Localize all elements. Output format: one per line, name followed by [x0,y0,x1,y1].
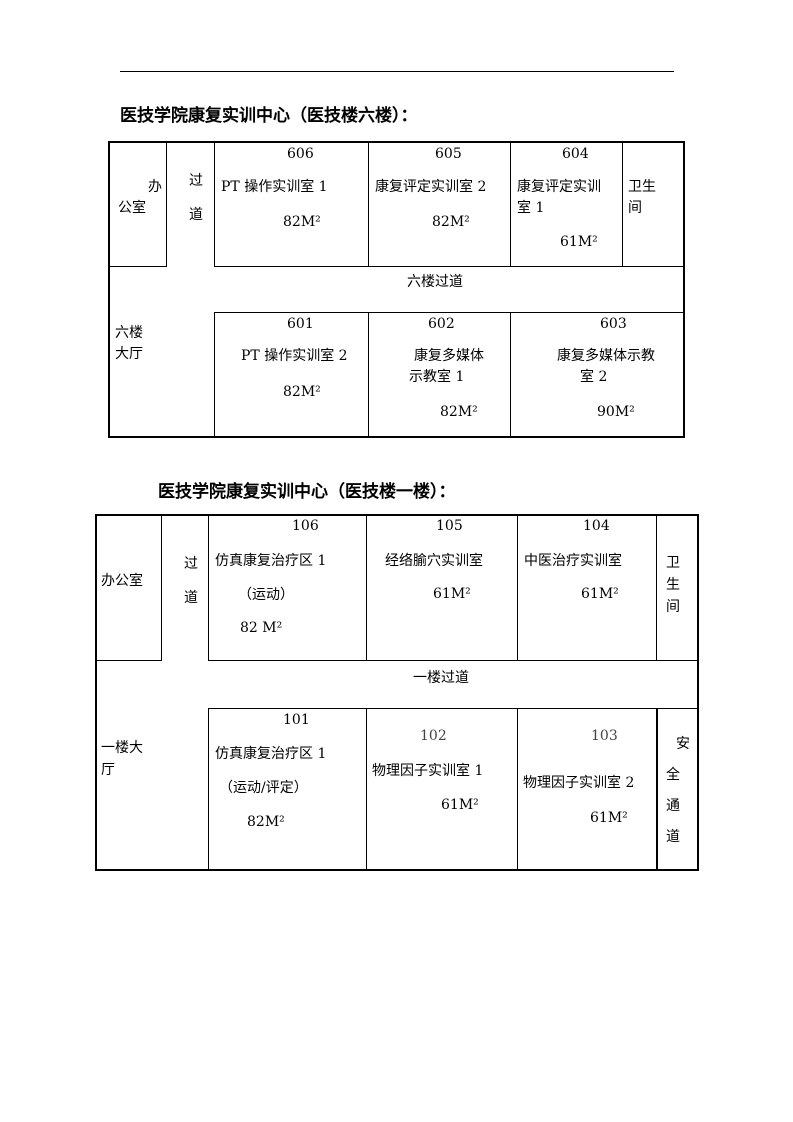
room-area: 90M² [597,404,635,420]
floor6-restroom [622,141,685,267]
room-name: 康复多媒体示教 [557,348,655,364]
room-area: 82 M² [240,620,283,636]
room-area: 61M² [560,234,598,250]
floor6-passage-label: 过 [189,173,203,189]
room-name: 室 1 [517,200,545,216]
floor1-hall-label: 厅 [101,762,115,778]
room-number: 604 [562,146,589,162]
room-number: 102 [420,728,447,744]
room-number: 103 [591,728,618,744]
room-area: 61M² [590,810,628,826]
room-name: 物理因子实训室 1 [372,763,484,779]
room-name: 康复评定实训 [517,179,601,195]
room-name: 中医治疗实训室 [524,553,622,569]
floor6-office-label: 办 [148,179,162,195]
room-name: 康复多媒体 [414,348,484,364]
floor1-restroom-label: 生 [666,577,680,593]
floor6-title: 医技学院康复实训中心（医技楼六楼）： [120,106,418,126]
floor1-exit-label: 全 [666,767,680,783]
room-subtitle: （运动/评定） [219,780,308,796]
floor1-restroom-label: 间 [666,599,680,615]
room-area: 82M² [283,214,321,230]
room-name: PT 操作实训室 1 [221,179,328,195]
floor6-restroom-label: 间 [628,200,642,216]
room-area: 61M² [581,586,619,602]
room-number: 104 [583,518,610,534]
floor6-hall-label: 六楼 [115,325,143,341]
room-area: 82M² [432,214,470,230]
room-603 [510,312,685,438]
room-number: 603 [600,316,627,332]
floor1-office [95,514,162,661]
floor1-corridor-label: 一楼过道 [413,670,469,686]
floor6-passage-label: 道 [189,207,203,223]
room-name: PT 操作实训室 2 [241,348,348,364]
floor1-safety-exit [656,708,699,871]
floor1-hall-label: 一楼大 [101,740,143,756]
floor6-office [108,141,167,267]
room-area: 61M² [441,797,479,813]
room-number: 105 [436,518,463,534]
room-number: 606 [287,146,314,162]
floor1-restroom [656,514,699,661]
room-name: 物理因子实训室 2 [523,775,635,791]
room-number: 106 [292,518,319,534]
room-name: 仿真康复治疗区 1 [215,553,327,569]
floor1-exit-label: 安 [676,736,690,752]
room-number: 101 [283,712,310,728]
room-number: 601 [287,316,314,332]
floor1-outline [95,514,699,871]
floor6-restroom-label: 卫生 [628,179,656,195]
room-name: 室 2 [580,369,608,385]
floor6-hall-label: 大厅 [115,346,143,362]
room-number: 605 [435,146,462,162]
floor6-corridor-label: 六楼过道 [407,274,463,290]
floor1-passage-label: 道 [184,590,198,606]
room-area: 82M² [440,404,478,420]
room-number: 602 [428,316,455,332]
room-name: 经络腧穴实训室 [385,553,483,569]
floor1-office-label: 办公室 [101,573,143,589]
floor1-title: 医技学院康复实训中心（医技楼一楼）： [158,482,456,502]
room-name: 示教室 1 [409,369,465,385]
room-name: 仿真康复治疗区 1 [215,746,327,762]
room-area: 82M² [283,384,321,400]
floor1-restroom-label: 卫 [666,555,680,571]
room-name: 康复评定实训室 2 [375,179,487,195]
room-area: 61M² [433,586,471,602]
room-area: 82M² [247,814,285,830]
floor1-exit-label: 通 [666,798,680,814]
room-subtitle: （运动） [238,587,294,603]
floor6-office-label: 公室 [118,200,146,216]
header-rule [120,71,674,72]
floor1-passage-label: 过 [184,556,198,572]
floor1-exit-label: 道 [666,829,680,845]
floor6-outline [108,141,685,438]
